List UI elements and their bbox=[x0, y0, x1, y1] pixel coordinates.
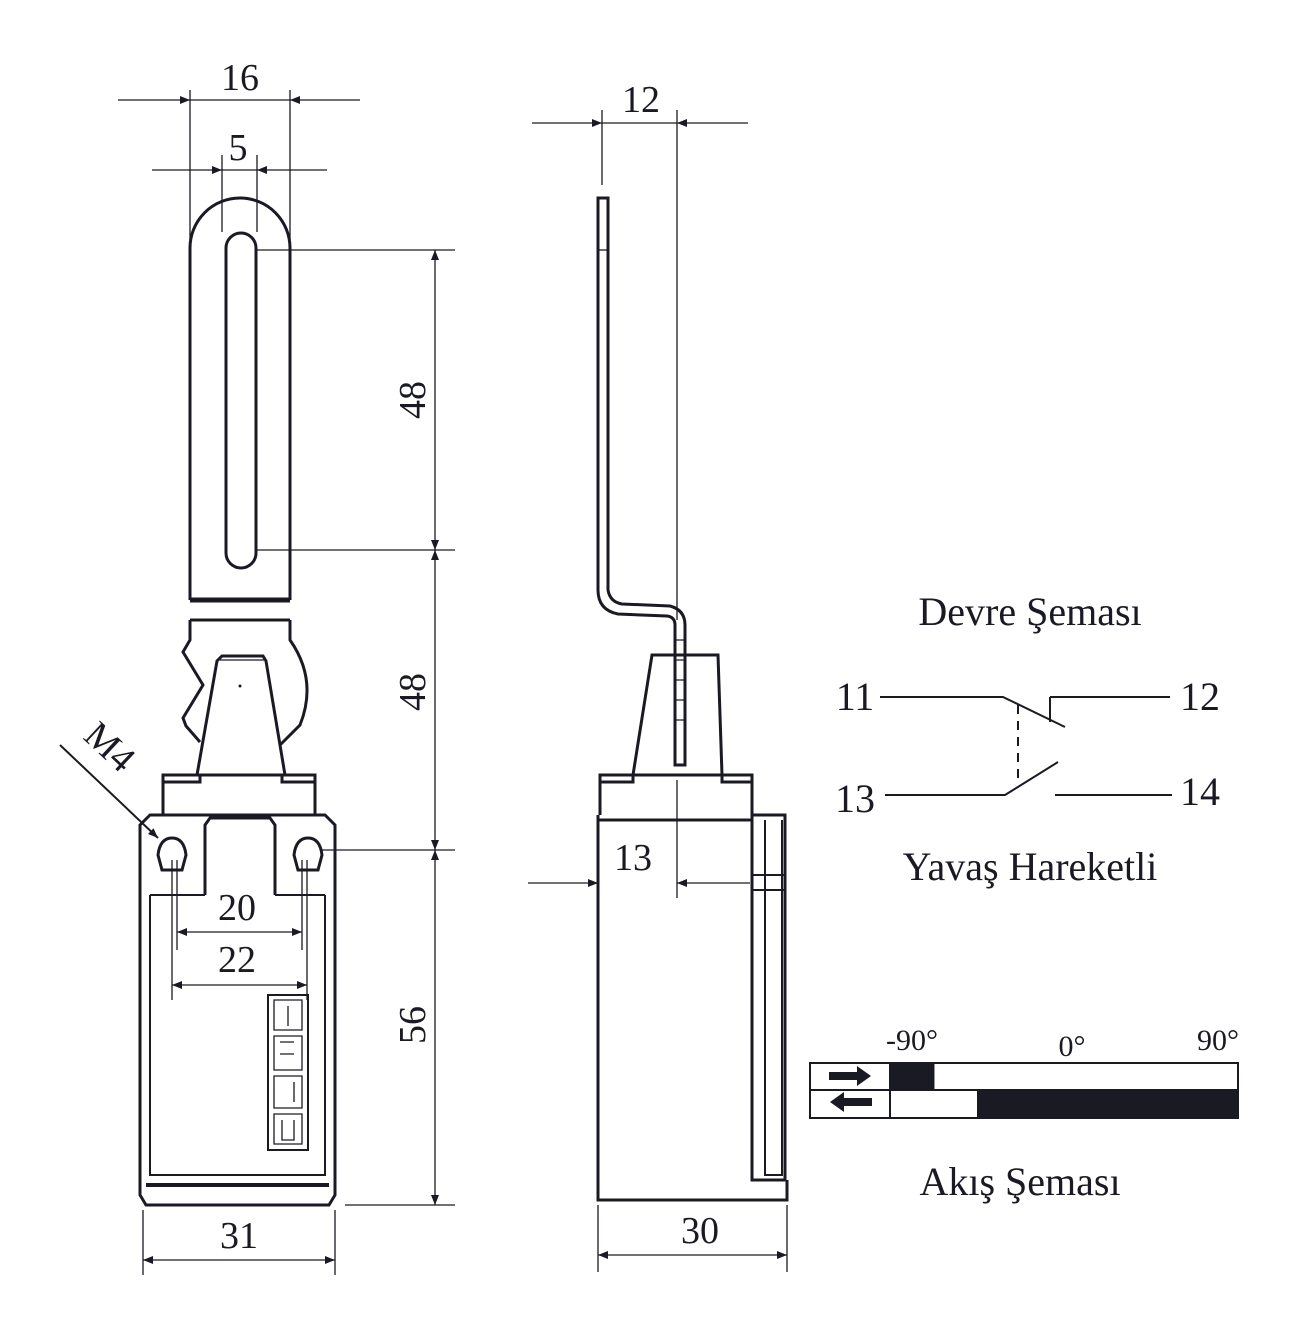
dim-lever-width: 16 bbox=[221, 57, 259, 99]
nc-contact bbox=[880, 696, 1170, 728]
scale-label-max: 90° bbox=[1197, 1024, 1239, 1057]
flow-active-segment-forward bbox=[890, 1063, 935, 1090]
arrow-right-icon bbox=[829, 1066, 871, 1086]
plunger bbox=[195, 654, 287, 776]
plunger-side bbox=[631, 653, 724, 776]
circuit-subtitle: Yavaş Hareketli bbox=[903, 844, 1158, 889]
head-block-side bbox=[598, 773, 754, 815]
dim-body-depth: 30 bbox=[681, 1210, 719, 1252]
lever-slot bbox=[224, 231, 258, 570]
flow-active-segment-reverse bbox=[977, 1090, 1238, 1117]
head-block bbox=[161, 773, 317, 817]
body bbox=[138, 813, 337, 1207]
lever-side bbox=[596, 196, 687, 767]
dim-lever-to-hole: 48 bbox=[392, 673, 434, 711]
terminal-14: 14 bbox=[1180, 769, 1220, 814]
body-side bbox=[596, 813, 789, 1202]
terminal-11: 11 bbox=[836, 674, 875, 719]
side-view: 12 13 30 bbox=[528, 79, 789, 1272]
dim-lever-offset: 12 bbox=[622, 79, 660, 121]
flow-title: Akış Şeması bbox=[919, 1159, 1120, 1204]
terminal-13: 13 bbox=[835, 776, 875, 821]
arrow-left-icon bbox=[830, 1092, 872, 1112]
dim-hole-spacing-outer: 22 bbox=[218, 939, 256, 981]
front-view: 16 5 48 48 56 31 20 22 M4 bbox=[59, 57, 455, 1275]
dim-hole-spacing-inner: 20 bbox=[218, 887, 256, 929]
flow-diagram: -90° 0° 90° Akış Şeması bbox=[809, 1024, 1239, 1204]
dim-slot-length: 48 bbox=[392, 381, 434, 419]
lever-hub bbox=[181, 620, 309, 747]
no-contact bbox=[885, 761, 1172, 796]
mount-hole-left bbox=[156, 836, 188, 872]
terminal-12: 12 bbox=[1180, 674, 1220, 719]
circuit-diagram: Devre Şeması 11 12 13 14 Yavaş Hareketli bbox=[835, 589, 1220, 889]
dim-hole-to-bottom: 56 bbox=[392, 1006, 434, 1044]
scale-label-min: -90° bbox=[886, 1024, 938, 1057]
dim-slot-width: 5 bbox=[229, 127, 248, 169]
scale-label-zero: 0° bbox=[1059, 1030, 1086, 1063]
dim-body-offset: 13 bbox=[614, 837, 652, 879]
circuit-title: Devre Şeması bbox=[918, 589, 1141, 634]
mount-hole-right bbox=[292, 836, 324, 872]
dim-body-width: 31 bbox=[220, 1215, 258, 1257]
lever-outline bbox=[188, 196, 292, 600]
emas-logo bbox=[267, 994, 309, 1151]
